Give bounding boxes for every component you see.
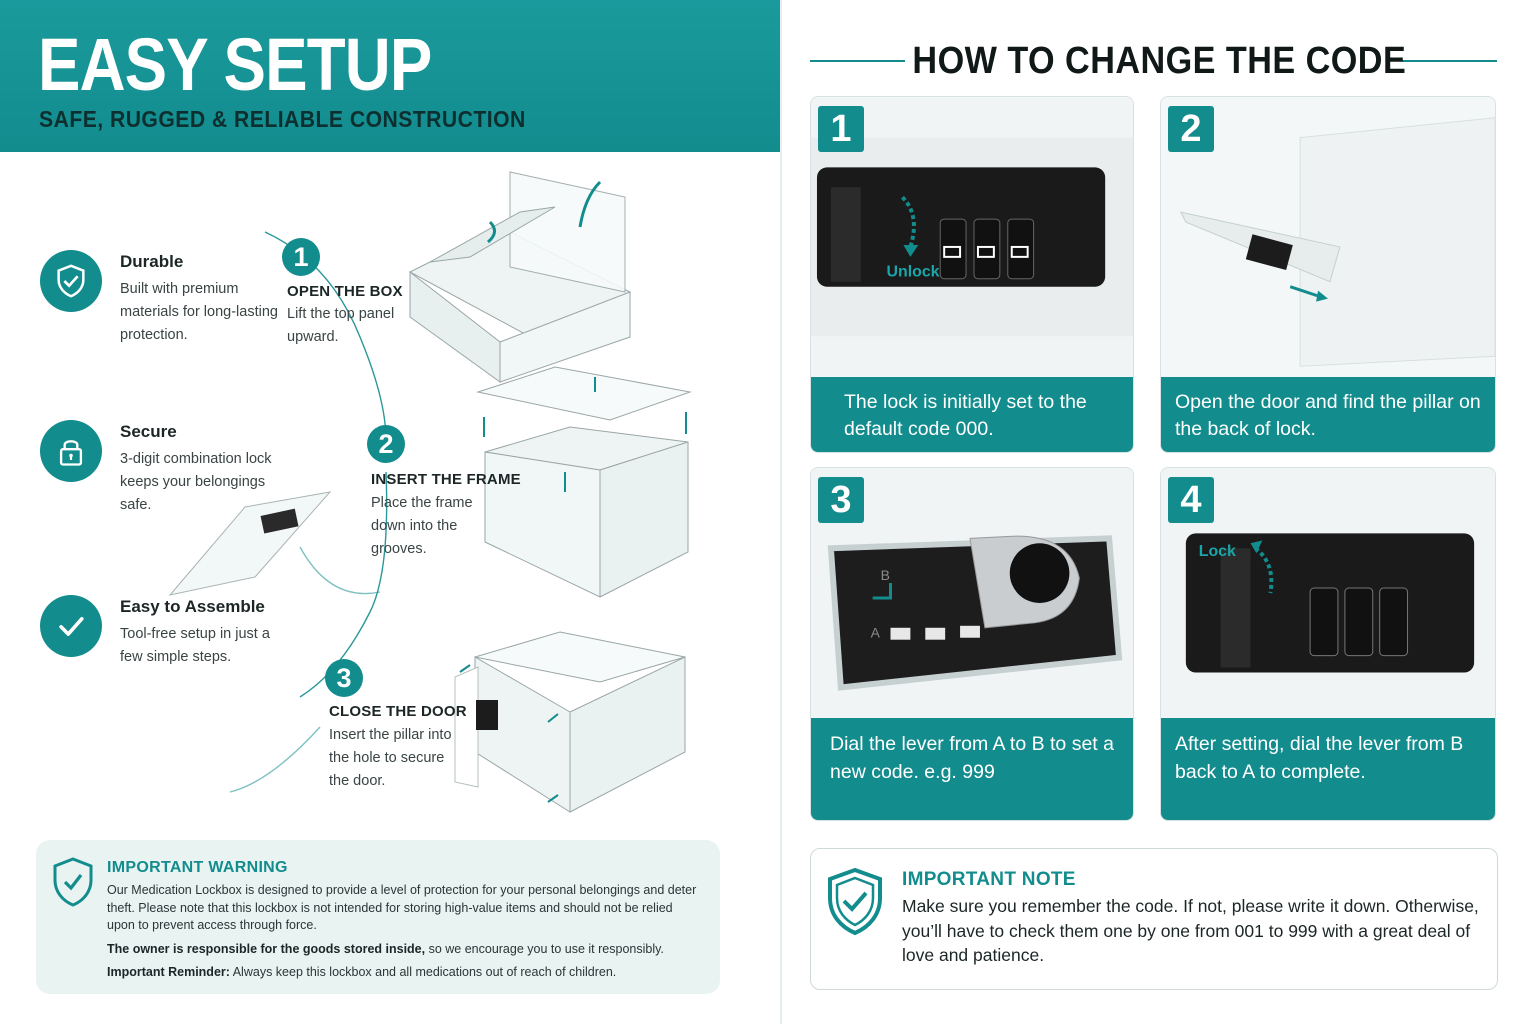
step-caption-4: After setting, dial the lever from B bac… xyxy=(1161,718,1495,820)
lever-dial-photo: B A xyxy=(811,468,1133,718)
section-title: HOW TO CHANGE THE CODE xyxy=(782,40,1536,83)
warning-reminder-bold: Important Reminder: xyxy=(107,965,230,979)
panel-divider xyxy=(780,0,782,1024)
note-body: Make sure you remember the code. If not,… xyxy=(902,896,1479,965)
door-panel-illustration xyxy=(168,491,332,596)
change-code-panel: HOW TO CHANGE THE CODE Unlock 1 The lock… xyxy=(782,0,1536,1024)
feature-title: Secure xyxy=(120,422,177,441)
lever-position-b: B xyxy=(881,567,890,583)
note-title: IMPORTANT NOTE xyxy=(902,869,1076,890)
checkmark-icon xyxy=(40,595,102,657)
step-caption-3: Dial the lever from A to B to set a new … xyxy=(811,718,1133,820)
lock-dial-photo: Unlock xyxy=(811,97,1133,377)
feature-desc: Tool-free setup in just a few simple ste… xyxy=(120,626,270,665)
code-step-card-1: Unlock 1 The lock is initially set to th… xyxy=(810,96,1134,453)
warning-reminder: Important Reminder: Always keep this loc… xyxy=(107,965,707,979)
step-caption-1: The lock is initially set to the default… xyxy=(811,377,1133,452)
step-number-3: 3 xyxy=(325,659,363,697)
open-door-photo xyxy=(1161,97,1495,377)
page-subtitle: SAFE, RUGGED & RELIABLE CONSTRUCTION xyxy=(39,106,526,132)
step-badge-2: 2 xyxy=(1168,106,1214,152)
code-step-card-4: Lock 4 After setting, dial the lever fro… xyxy=(1160,467,1496,821)
lever-position-a: A xyxy=(871,625,881,641)
step-badge-3: 3 xyxy=(818,477,864,523)
warning-body: Our Medication Lockbox is designed to pr… xyxy=(107,883,697,932)
hero-banner: EASY SETUP SAFE, RUGGED & RELIABLE CONST… xyxy=(0,0,780,152)
step-badge-1: 1 xyxy=(818,106,864,152)
important-note-box: IMPORTANT NOTE Make sure you remember th… xyxy=(810,848,1498,990)
code-step-card-2: 2 Open the door and find the pillar on t… xyxy=(1160,96,1496,453)
warning-title: IMPORTANT WARNING xyxy=(107,859,288,876)
easy-setup-panel: EASY SETUP SAFE, RUGGED & RELIABLE CONST… xyxy=(0,0,780,994)
step-number-2: 2 xyxy=(367,425,405,463)
feature-desc: Built with premium materials for long-la… xyxy=(120,281,278,343)
setup-illustration xyxy=(168,171,692,813)
step-title-1: OPEN THE BOX xyxy=(287,283,403,300)
step-desc-1: Lift the top panel upward. xyxy=(287,306,395,345)
close-door-illustration xyxy=(454,631,686,813)
unlock-label: Unlock xyxy=(887,264,940,281)
step-badge-4: 4 xyxy=(1168,477,1214,523)
shield-check-icon xyxy=(824,866,886,943)
warning-responsibility-text: so we encourage you to use it responsibl… xyxy=(425,942,664,956)
shield-warning-icon xyxy=(50,856,96,913)
lock-dial-photo: Lock xyxy=(1161,468,1495,718)
section-title-text: HOW TO CHANGE THE CODE xyxy=(912,40,1406,82)
warning-responsibility: The owner is responsible for the goods s… xyxy=(107,942,707,956)
warning-responsibility-bold: The owner is responsible for the goods s… xyxy=(107,942,426,956)
step-caption-2: Open the door and find the pillar on the… xyxy=(1161,377,1495,452)
shield-check-icon xyxy=(40,250,102,312)
code-step-card-3: B A 3 Dial the lever from A to B to set … xyxy=(810,467,1134,821)
step-desc-3: Insert the pillar into the hole to secur… xyxy=(329,727,452,789)
title-rule-right xyxy=(1402,60,1497,62)
step-title-3: CLOSE THE DOOR xyxy=(329,703,467,720)
step-desc-2: Place the frame down into the grooves. xyxy=(371,495,473,557)
important-warning-box: IMPORTANT WARNING Our Medication Lockbox… xyxy=(36,840,720,994)
step-title-2: INSERT THE FRAME xyxy=(371,471,521,488)
padlock-icon xyxy=(40,420,102,482)
feature-desc: 3-digit combination lock keeps your belo… xyxy=(120,451,272,513)
title-rule-left xyxy=(810,60,905,62)
page-title: EASY SETUP xyxy=(38,23,432,106)
warning-reminder-text: Always keep this lockbox and all medicat… xyxy=(229,965,617,979)
step-number-1: 1 xyxy=(282,238,320,276)
open-box-illustration xyxy=(408,171,632,383)
feature-title: Durable xyxy=(120,252,184,271)
insert-frame-illustration xyxy=(476,366,692,598)
lock-label: Lock xyxy=(1199,543,1236,560)
feature-title: Easy to Assemble xyxy=(120,597,265,616)
